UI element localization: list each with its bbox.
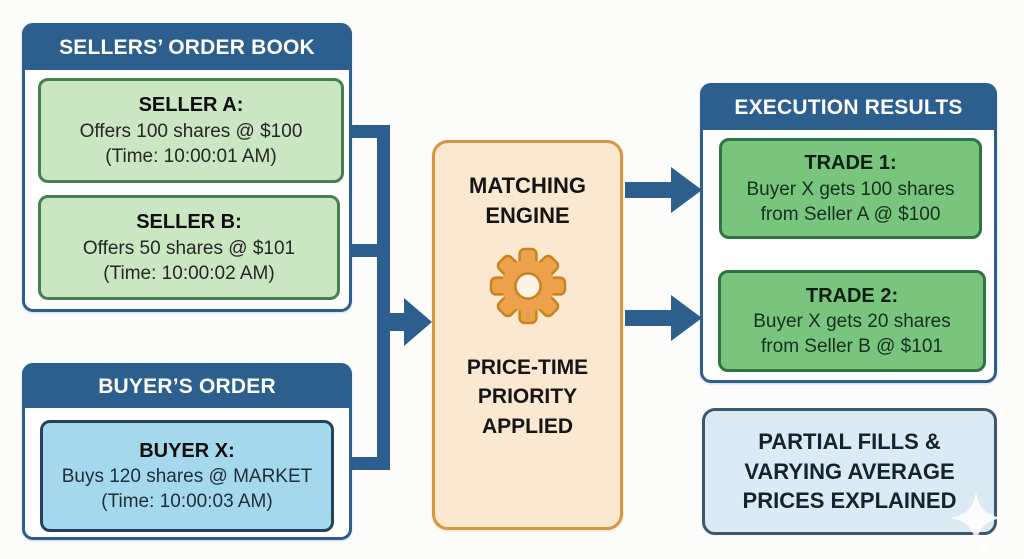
buyer-x-order: Buys 120 shares @ MARKET bbox=[61, 466, 313, 488]
arrow-trade-2-shaft bbox=[625, 310, 673, 326]
connector-bus-vertical bbox=[377, 125, 390, 470]
note-line-3: PRICES EXPLAINED bbox=[742, 488, 957, 514]
execution-results-panel: EXECUTION RESULTS TRADE 1: Buyer X gets … bbox=[700, 83, 997, 383]
seller-a-title: SELLER A: bbox=[138, 94, 244, 117]
trade-1-line2: from Seller A @ $100 bbox=[760, 203, 941, 225]
seller-a-time: (Time: 10:00:01 AM) bbox=[105, 145, 277, 167]
seller-b-title: SELLER B: bbox=[136, 211, 242, 234]
trade-1-title: TRADE 1: bbox=[804, 152, 897, 175]
sparkle-small-icon bbox=[974, 538, 994, 559]
arrow-to-engine-shaft bbox=[388, 313, 406, 331]
buyer-x-order-card: BUYER X: Buys 120 shares @ MARKET (Time:… bbox=[40, 420, 334, 532]
buyers-order-header: BUYER’S ORDER bbox=[25, 366, 349, 408]
trade-1-card: TRADE 1: Buyer X gets 100 shares from Se… bbox=[719, 138, 982, 239]
seller-b-offer: Offers 50 shares @ $101 bbox=[82, 237, 296, 259]
arrow-trade-1-shaft bbox=[625, 182, 673, 198]
trade-2-title: TRADE 2: bbox=[805, 284, 899, 307]
sellers-order-book-header: SELLERS’ ORDER BOOK bbox=[25, 26, 349, 70]
arrow-trade-2-icon bbox=[671, 295, 702, 341]
seller-b-order-card: SELLER B: Offers 50 shares @ $101 (Time:… bbox=[38, 195, 340, 300]
buyer-x-time: (Time: 10:00:03 AM) bbox=[101, 491, 273, 513]
seller-a-order-card: SELLER A: Offers 100 shares @ $100 (Time… bbox=[38, 78, 344, 183]
note-line-2: VARYING AVERAGE bbox=[744, 458, 955, 484]
seller-a-offer: Offers 100 shares @ $100 bbox=[79, 120, 303, 142]
arrow-to-engine-icon bbox=[404, 298, 432, 346]
sellers-order-book-panel: SELLERS’ ORDER BOOK SELLER A: Offers 100… bbox=[22, 23, 352, 312]
seller-b-time: (Time: 10:00:02 AM) bbox=[103, 262, 275, 284]
note-line-1: PARTIAL FILLS & bbox=[758, 428, 941, 454]
gear-icon bbox=[486, 244, 570, 333]
execution-results-header: EXECUTION RESULTS bbox=[703, 86, 994, 130]
trade-2-line2: from Seller B @ $101 bbox=[761, 336, 943, 358]
trade-2-card: TRADE 2: Buyer X gets 20 shares from Sel… bbox=[718, 270, 986, 372]
buyers-order-panel: BUYER’S ORDER BUYER X: Buys 120 shares @… bbox=[22, 363, 352, 540]
price-time-priority-label: PRICE-TIME PRIORITY APPLIED bbox=[466, 356, 589, 438]
partial-fills-note-box: PARTIAL FILLS & VARYING AVERAGE PRICES E… bbox=[702, 408, 997, 535]
matching-engine-title: MATCHING ENGINE bbox=[469, 173, 586, 228]
trade-1-line1: Buyer X gets 100 shares bbox=[746, 178, 955, 200]
sparkle-icon bbox=[950, 492, 1002, 549]
matching-engine-box: MATCHING ENGINE PRICE-TIME PRIORITY APPL… bbox=[432, 140, 623, 530]
trade-2-line1: Buyer X gets 20 shares bbox=[753, 311, 951, 333]
arrow-trade-1-icon bbox=[671, 167, 702, 213]
buyer-x-title: BUYER X: bbox=[139, 439, 235, 462]
